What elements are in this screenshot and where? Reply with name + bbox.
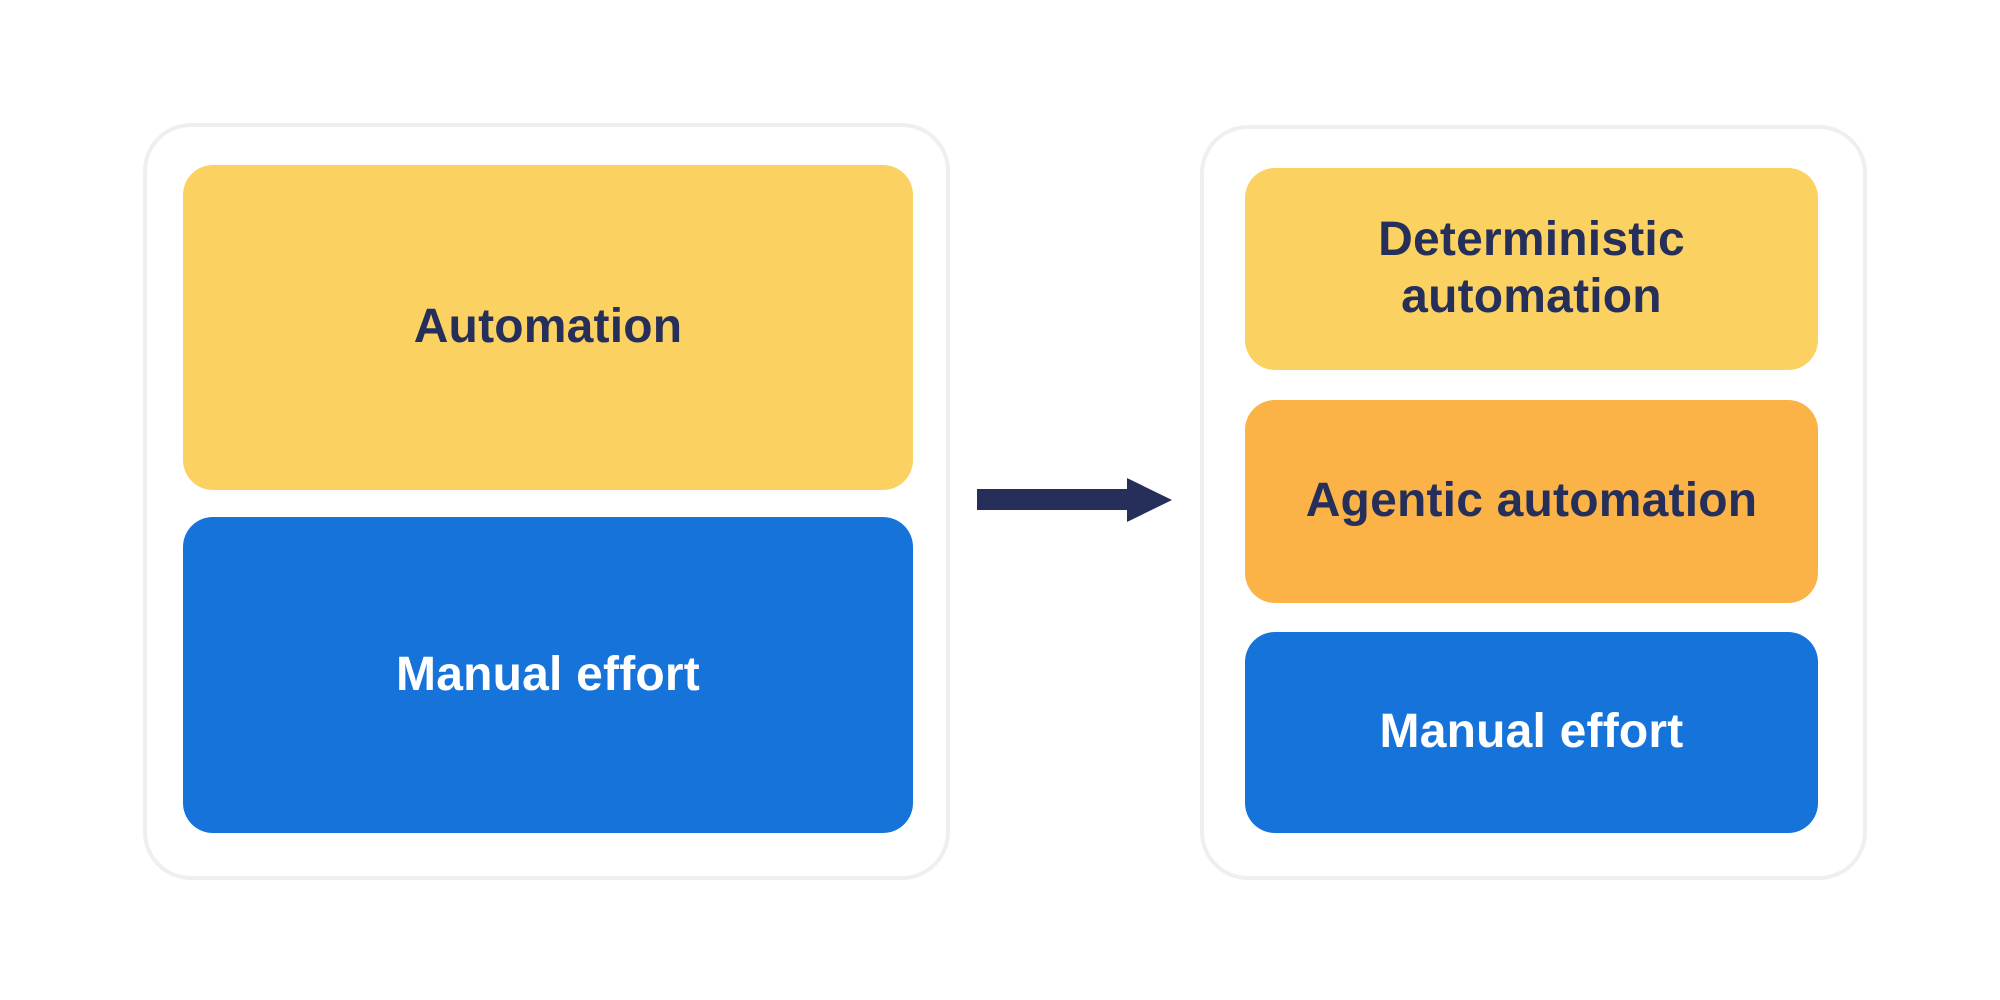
- deterministic-automation-label: Deterministic automation: [1378, 213, 1685, 323]
- agentic-automation-label: Agentic automation: [1305, 474, 1758, 528]
- before-panel: Automation Manual effort: [143, 123, 950, 880]
- automation-label: Automation: [413, 300, 683, 354]
- right-arrow-icon: [977, 478, 1172, 522]
- manual-effort-label-after: Manual effort: [1379, 705, 1684, 759]
- manual-effort-label-before: Manual effort: [396, 647, 700, 701]
- manual-effort-box-after: Manual effort: [1245, 632, 1818, 833]
- agentic-automation-box: Agentic automation: [1245, 400, 1818, 603]
- manual-effort-box-before: Manual effort: [183, 517, 913, 833]
- after-panel: Deterministic automation Agentic automat…: [1200, 125, 1867, 880]
- deterministic-automation-box: Deterministic automation: [1245, 168, 1818, 370]
- automation-box: Automation: [183, 165, 913, 490]
